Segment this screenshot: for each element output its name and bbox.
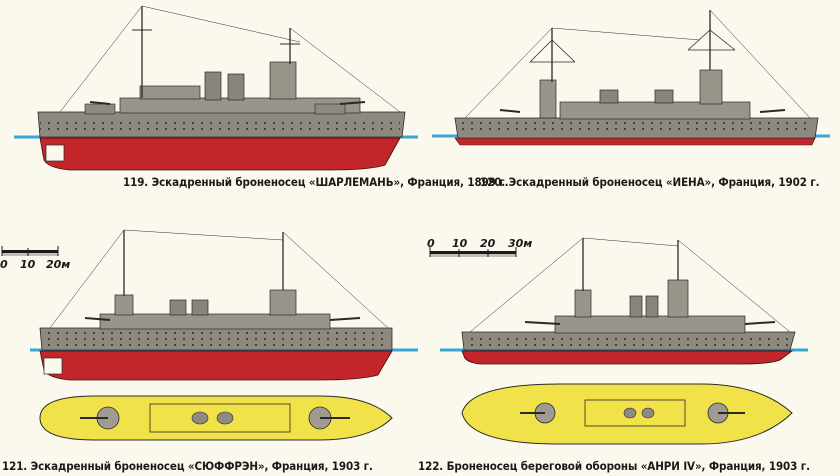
scale-left-label-0: 0 xyxy=(0,258,8,271)
scale-right-label-0: 0 xyxy=(427,237,435,250)
scale-left-label-2: 20м xyxy=(46,258,70,271)
ship-120-lower-hull xyxy=(454,137,816,146)
scale-right-label-2: 20 xyxy=(480,237,496,250)
ship-121-deck-plan xyxy=(39,395,393,441)
ship-122-deck-plan xyxy=(461,383,793,445)
scale-bar-right: 0 10 20 30м xyxy=(427,237,532,257)
ship-120-caption: 120. Эскадренный броненосец «ИЕНА», Фран… xyxy=(480,175,819,189)
ship-121-caption: 121. Эскадренный броненосец «СЮФФРЭН», Ф… xyxy=(2,459,373,473)
ship-120-profile xyxy=(432,9,830,146)
ship-122-lower-hull xyxy=(461,350,794,365)
ship-121-profile xyxy=(30,229,418,381)
ship-119-profile xyxy=(14,5,418,171)
ship-121-lower-hull xyxy=(39,350,393,381)
scale-right-label-3: 30м xyxy=(508,237,532,250)
ship-122-caption: 122. Броненосец береговой обороны «АНРИ … xyxy=(418,459,810,473)
ship-119-lower-hull xyxy=(39,137,401,171)
ship-122-profile xyxy=(440,237,808,365)
scale-right-label-1: 10 xyxy=(452,237,468,250)
scale-left-label-1: 10 xyxy=(20,258,36,271)
scale-bar-left: 0 10 20м xyxy=(0,246,70,271)
ship-119-caption: 119. Эскадренный броненосец «ШАРЛЕМАНЬ»,… xyxy=(123,175,508,189)
